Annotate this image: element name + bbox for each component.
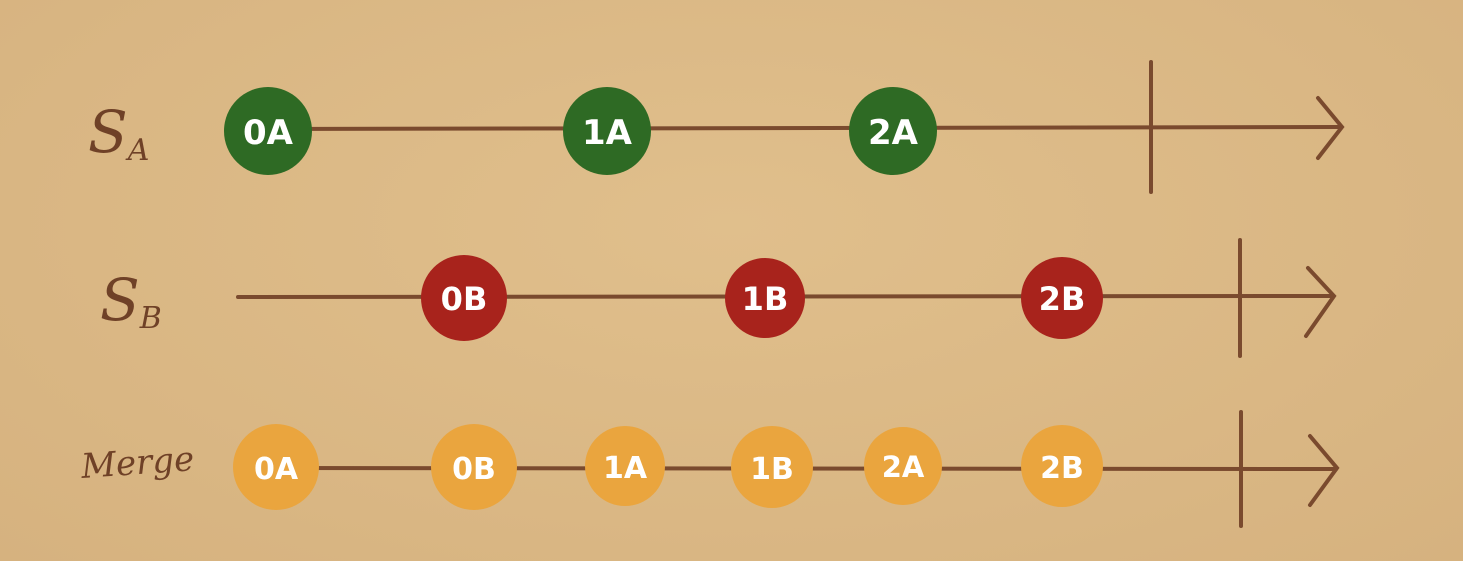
row-stream-a: SA 0A 1A 2A	[88, 60, 1345, 194]
marble: 0B	[421, 255, 507, 341]
marble-circle	[725, 258, 805, 338]
marble-label: 0B	[452, 452, 496, 487]
marble: 1A	[563, 87, 651, 175]
row-label-main: S	[100, 266, 140, 334]
marble-label: 1A	[603, 451, 648, 486]
marble-label: 1B	[742, 280, 789, 318]
marble-label: 0B	[441, 280, 488, 318]
timeline-stream-a	[268, 125, 1342, 131]
marble-circle	[864, 427, 942, 505]
marble: 2B	[1021, 425, 1103, 507]
marble-circle	[431, 424, 517, 510]
marble-circle	[731, 426, 813, 508]
marble-circle	[585, 426, 665, 506]
marble-label: 2A	[868, 113, 919, 153]
marble: 2B	[1021, 257, 1103, 339]
row-label-sub: B	[139, 301, 162, 336]
marble: 1A	[585, 426, 665, 506]
marble-label: 2B	[1039, 280, 1086, 318]
row-label-sub: A	[125, 133, 150, 168]
marble: 1B	[725, 258, 805, 338]
marble-label: 2A	[882, 450, 925, 484]
marble: 2A	[864, 427, 942, 505]
row-label-merge: Merge	[79, 439, 196, 487]
row-label-stream-a: SA	[88, 98, 149, 168]
arrow-head-stream-b	[1304, 266, 1337, 338]
marble: 0A	[233, 424, 319, 510]
marble-circle	[224, 87, 312, 175]
marble: 0B	[431, 424, 517, 510]
marble-circle	[233, 424, 319, 510]
arrow-head-stream-a	[1316, 96, 1345, 160]
marble-circle	[563, 87, 651, 175]
row-label-main: Merge	[79, 439, 196, 487]
marble-label: 0A	[243, 113, 294, 153]
row-label-main: S	[88, 98, 128, 166]
marble-label: 2B	[1040, 451, 1084, 486]
marble-label: 1A	[582, 113, 633, 153]
arrow-head-merge	[1308, 434, 1340, 507]
marble-circle	[1021, 425, 1103, 507]
marble: 0A	[224, 87, 312, 175]
row-label-stream-b: SB	[100, 266, 162, 336]
marble: 2A	[849, 87, 937, 175]
marble-circle	[1021, 257, 1103, 339]
marble-label: 1B	[750, 452, 794, 487]
marble-label: 0A	[254, 452, 299, 487]
row-merge: Merge 0A 0B 1A 1B 2A	[79, 410, 1340, 528]
marble-circle	[421, 255, 507, 341]
row-stream-b: SB 0B 1B 2B	[100, 238, 1337, 358]
marble-circle	[849, 87, 937, 175]
marble: 1B	[731, 426, 813, 508]
